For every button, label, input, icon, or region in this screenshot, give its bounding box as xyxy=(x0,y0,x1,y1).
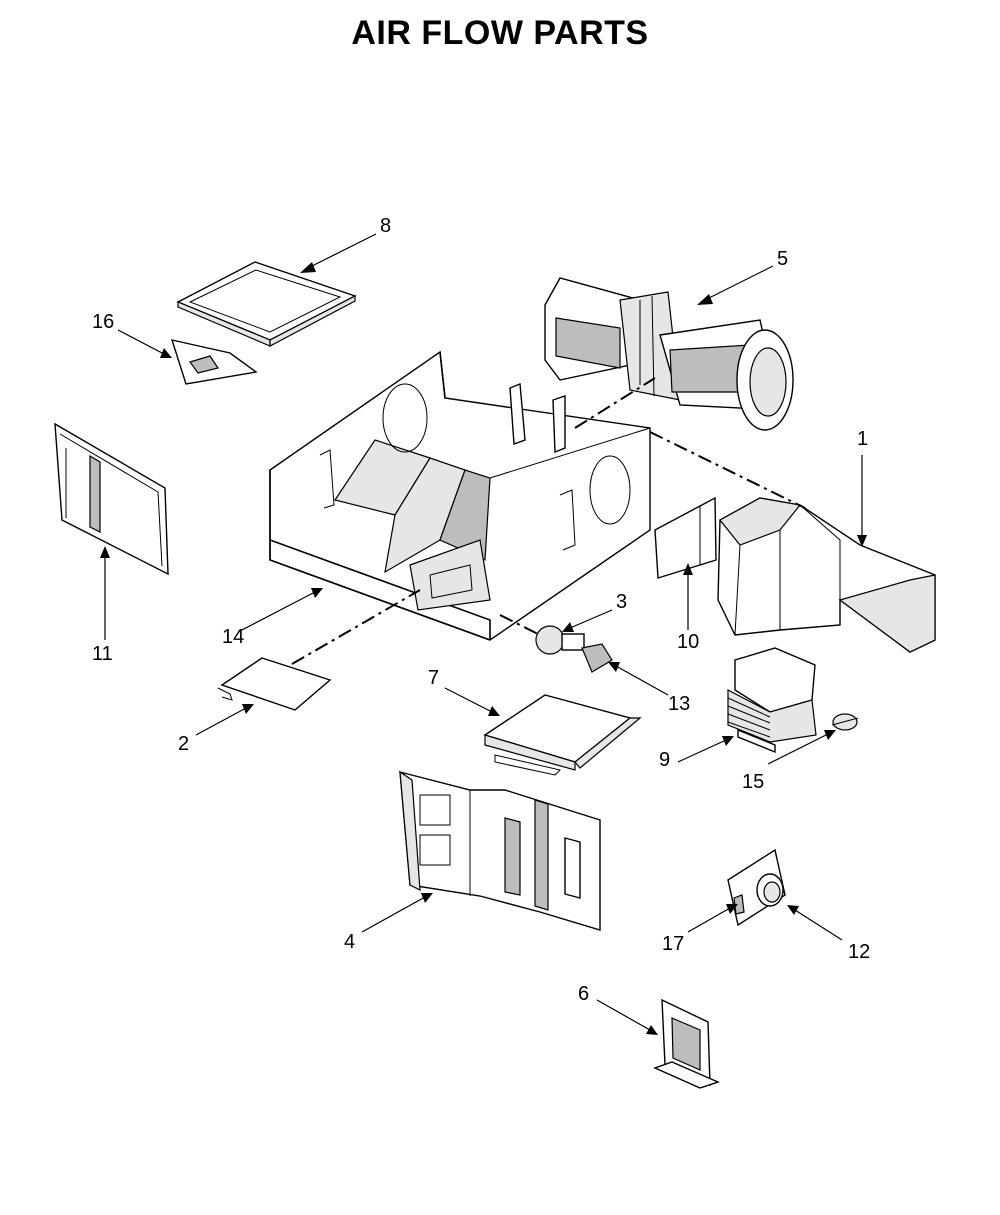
callout-14: 14 xyxy=(222,626,244,648)
part-7-cover-plate[interactable] xyxy=(483,694,642,776)
callout-2: 2 xyxy=(178,733,189,755)
callout-17: 17 xyxy=(662,933,684,955)
part-1-air-duct[interactable] xyxy=(717,497,936,653)
callout-4: 4 xyxy=(344,931,355,953)
callout-3: 3 xyxy=(616,591,627,613)
callout-11: 11 xyxy=(92,643,113,665)
callout-labels: 8 5 16 1 11 14 3 10 7 13 2 9 15 4 17 12 … xyxy=(92,215,870,1005)
part-6-display-frame[interactable] xyxy=(653,998,720,1089)
callout-15: 15 xyxy=(742,771,764,793)
part-5-blower-assembly[interactable] xyxy=(544,277,794,431)
leader-lines xyxy=(100,233,867,1035)
alignment-lines xyxy=(291,377,806,665)
part-9-transformer[interactable] xyxy=(727,647,817,754)
part-4-base-tray[interactable] xyxy=(399,770,601,931)
callout-10: 10 xyxy=(677,631,699,653)
callout-8: 8 xyxy=(380,215,391,237)
callout-5: 5 xyxy=(777,248,788,270)
callout-9: 9 xyxy=(659,749,670,771)
part-11-side-panel[interactable] xyxy=(54,422,169,576)
part-3-lamp[interactable] xyxy=(535,625,585,655)
part-15-switch[interactable] xyxy=(831,713,859,731)
callout-12: 12 xyxy=(848,941,870,963)
part-16-plate[interactable] xyxy=(170,339,258,385)
callout-7: 7 xyxy=(428,667,439,689)
part-12-knob[interactable] xyxy=(756,873,784,907)
callout-1: 1 xyxy=(857,428,868,450)
part-8-filter-frame[interactable] xyxy=(176,261,357,347)
part-10-panel[interactable] xyxy=(654,496,717,579)
page-title: AIR FLOW PARTS xyxy=(351,14,649,52)
callout-16: 16 xyxy=(92,311,114,333)
part-2-plate[interactable] xyxy=(217,657,332,711)
part-13-socket[interactable] xyxy=(581,643,613,673)
callout-13: 13 xyxy=(668,693,690,715)
callout-6: 6 xyxy=(578,983,589,1005)
part-14-base-housing[interactable] xyxy=(269,350,651,641)
